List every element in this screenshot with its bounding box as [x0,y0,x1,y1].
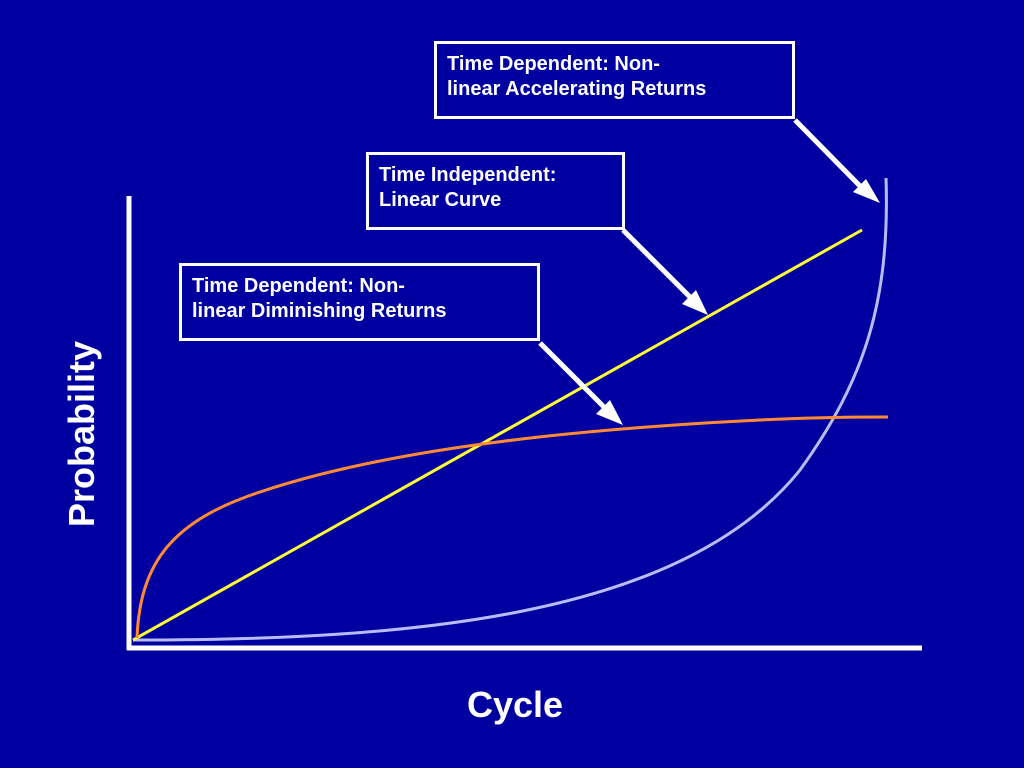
callout-accelerating-line1: Time Dependent: Non- [447,53,660,75]
x-axis-title: Cycle [466,684,564,725]
callout-linear-line1: Time Independent: [379,164,557,186]
accelerating-returns-curve [132,177,888,642]
callout-diminishing-line1: Time Dependent: Non- [192,275,405,297]
diminishing-returns-curve [135,415,889,639]
callout-diminishing-returns: Time Dependent: Non- linear Diminishing … [179,263,540,341]
linear-curve [132,228,863,642]
callout-linear-curve: Time Independent: Linear Curve [366,152,625,230]
callout-linear-line2: Linear Curve [379,189,502,211]
callout-accelerating-returns: Time Dependent: Non- linear Accelerating… [434,41,795,119]
arrow-linear [621,228,708,315]
arrow-diminishing [538,341,623,425]
callout-accelerating-line2: linear Accelerating Returns [447,78,707,100]
y-axis-title: Probability [61,340,102,528]
arrow-accelerating [793,118,880,203]
callout-diminishing-line2: linear Diminishing Returns [192,300,447,322]
